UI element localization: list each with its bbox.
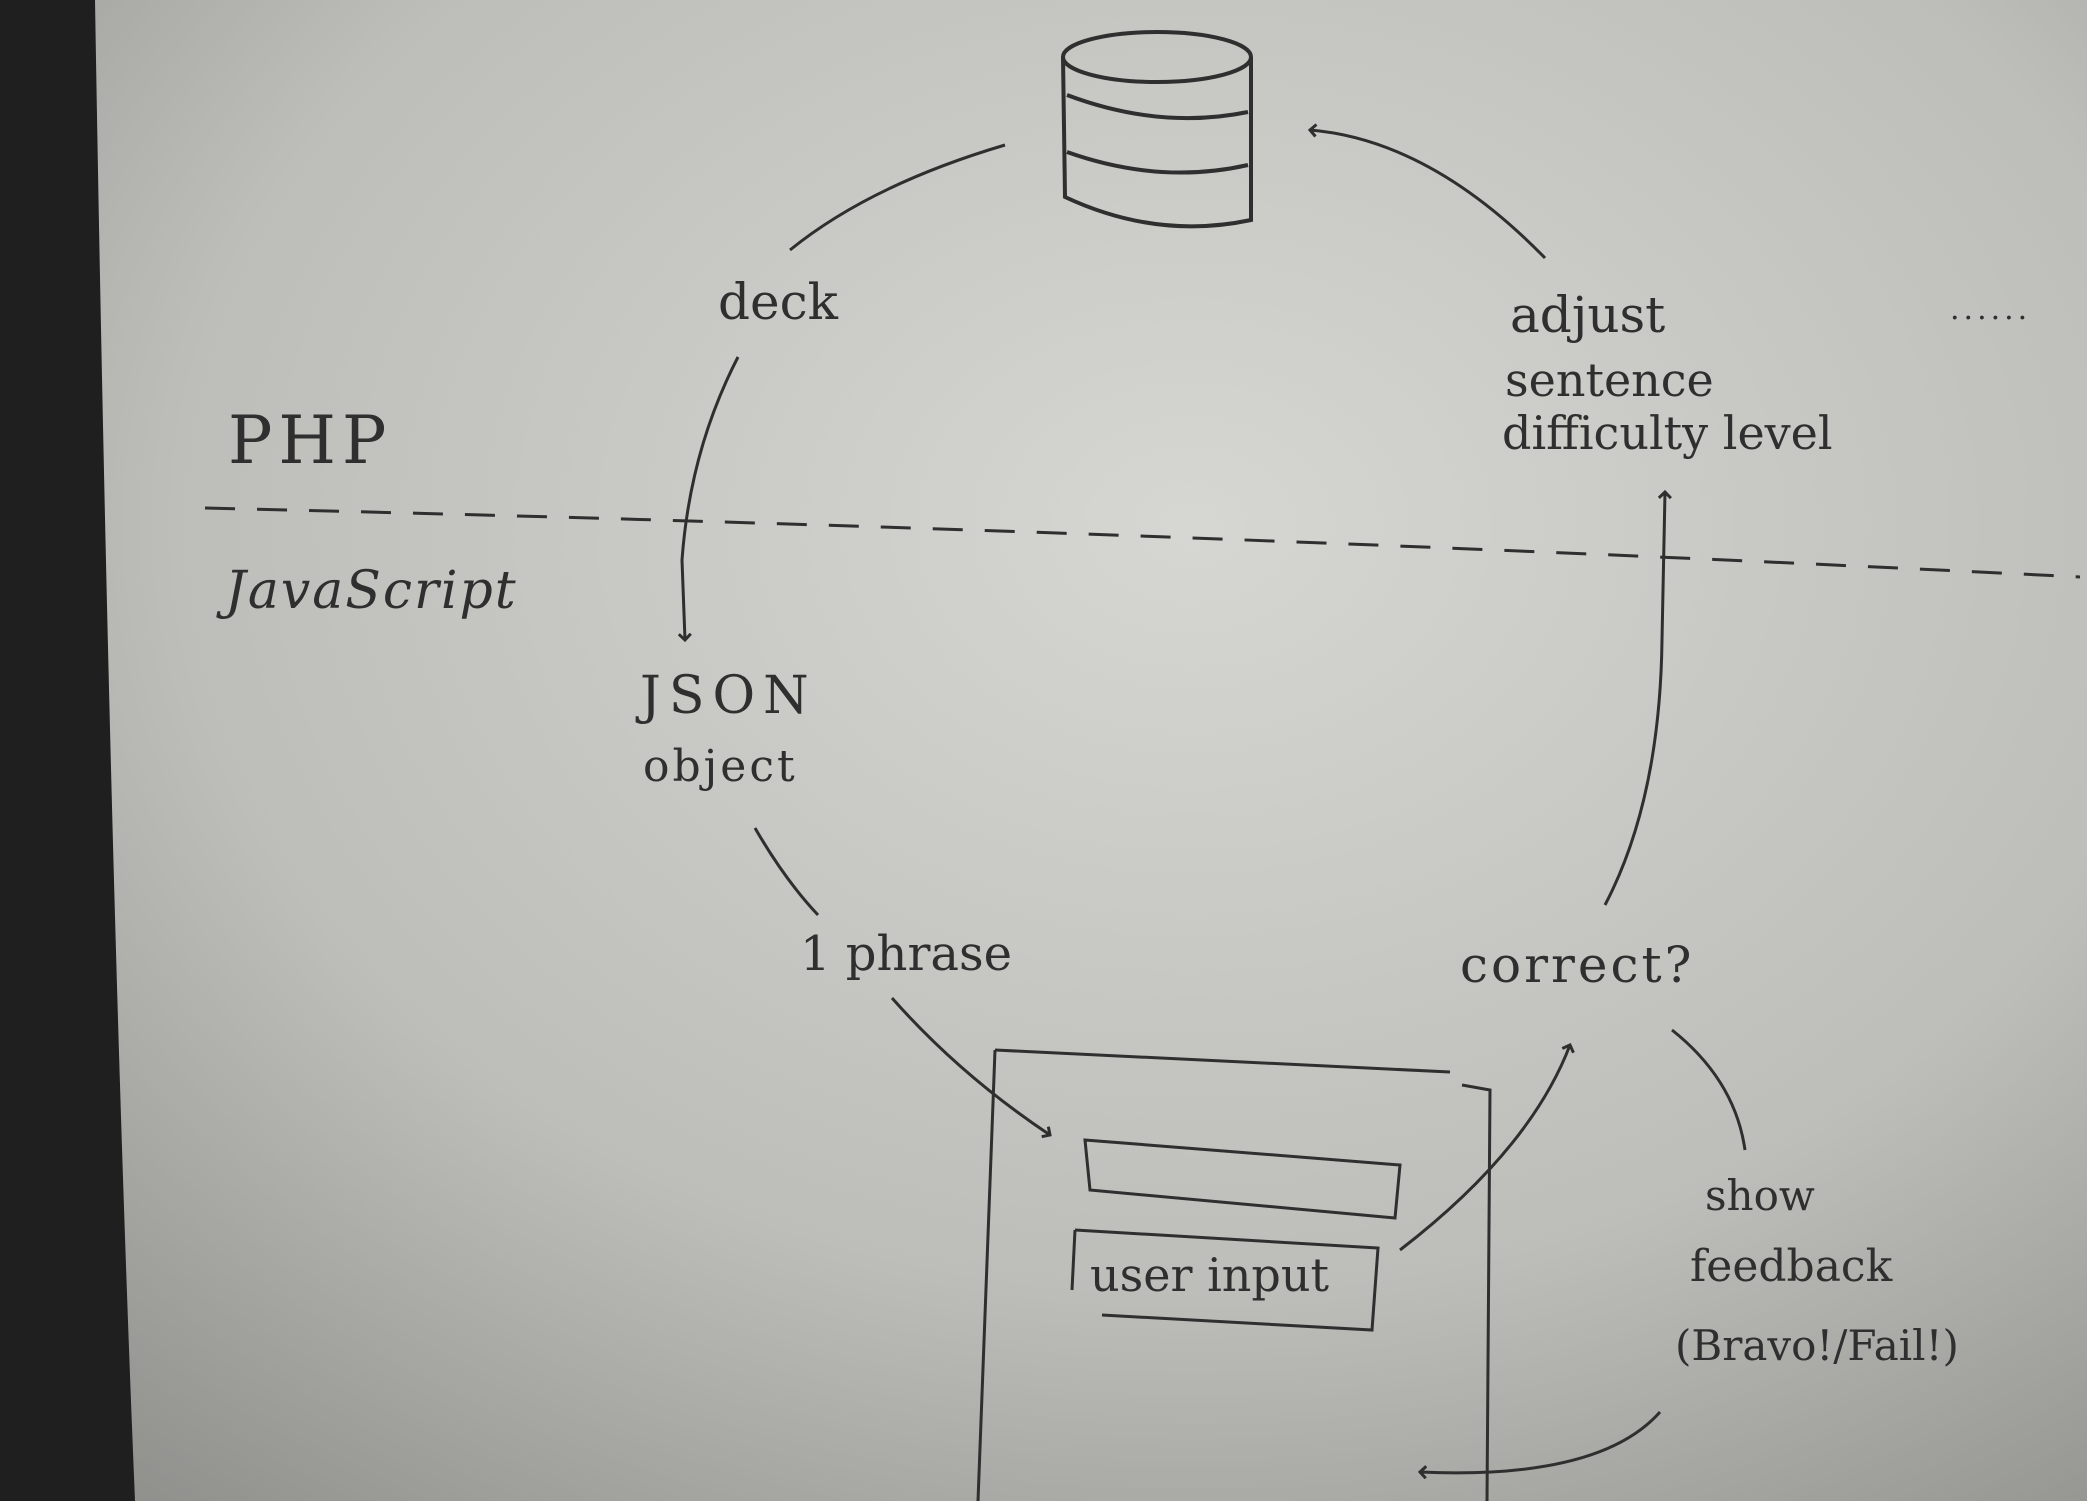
user-input-box [1070, 1228, 1380, 1332]
layer-divider [204, 506, 2081, 579]
paper-sheet [95, 0, 2087, 1501]
node-feedback-line3: (Bravo!/Fail!) [1675, 1321, 1959, 1370]
node-adjust-line2: sentence [1505, 353, 1714, 407]
node-feedback-line1: show [1705, 1171, 1815, 1220]
layer-label-javascript: JavaScript [225, 561, 518, 621]
arc-correct-to-feedback [1671, 1028, 1747, 1151]
node-adjust-line3: difficulty level [1502, 406, 1833, 460]
arrow-correct-to-adjust [1603, 492, 1665, 906]
arrow-adjust-to-db [1310, 130, 1547, 260]
node-feedback-line2: feedback [1690, 1241, 1893, 1292]
database-icon [1061, 30, 1253, 229]
arrow-deck-to-json [682, 356, 740, 640]
arrow-phrase-to-window [890, 997, 1050, 1135]
node-json-line1: JSON [640, 666, 817, 726]
ellipsis-note: ...... [1950, 292, 2032, 327]
window-mockup [976, 1048, 1492, 1501]
node-json-line2: object [643, 741, 798, 792]
node-adjust-line1: adjust [1510, 286, 1666, 344]
user-input-label: user input [1090, 1248, 1329, 1302]
node-phrase: 1 phrase [800, 926, 1013, 982]
arrow-feedback-to-window [1420, 1411, 1662, 1473]
node-correct: correct? [1460, 936, 1695, 994]
node-deck: deck [718, 273, 838, 331]
layer-label-php: PHP [228, 402, 393, 479]
arc-json-to-phrase [753, 827, 820, 917]
phrase-display-bar [1083, 1138, 1402, 1220]
arc-db-to-deck [789, 143, 1006, 252]
arrow-input-to-correct [1399, 1045, 1570, 1252]
